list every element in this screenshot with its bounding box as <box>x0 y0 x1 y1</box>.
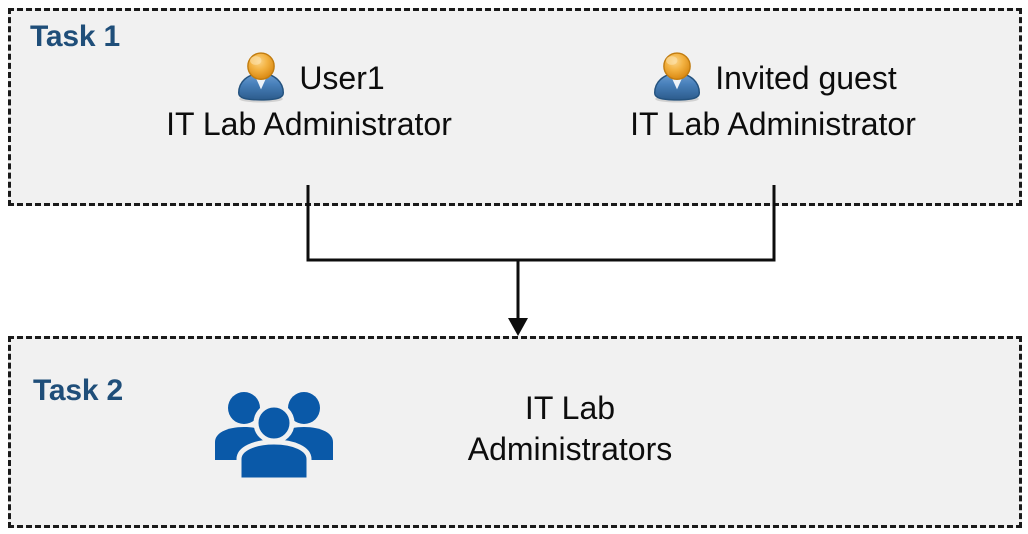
task-1-box <box>8 8 1022 206</box>
task-2-label: Task 2 <box>33 374 123 407</box>
group-name-line-2: Administrators <box>467 430 673 467</box>
person-user1-role: IT Lab Administrator <box>166 106 452 142</box>
task-2-box <box>8 336 1022 528</box>
group-name: IT Lab Administrators <box>370 388 770 470</box>
person-invited-guest-row: Invited guest <box>583 50 963 106</box>
single-user-icon <box>649 50 705 106</box>
person-invited-guest: Invited guest IT Lab Administrator <box>583 50 963 140</box>
person-invited-guest-role: IT Lab Administrator <box>630 106 916 142</box>
group-name-line-1: IT Lab <box>524 390 616 426</box>
task-1-label: Task 1 <box>30 20 120 53</box>
person-user1-name: User1 <box>299 60 385 96</box>
person-invited-guest-name: Invited guest <box>715 60 897 96</box>
person-user1-row: User1 <box>119 50 499 106</box>
user-group-icon <box>213 386 335 482</box>
person-user1: User1 IT Lab Administrator <box>119 50 499 140</box>
single-user-icon <box>233 50 289 106</box>
